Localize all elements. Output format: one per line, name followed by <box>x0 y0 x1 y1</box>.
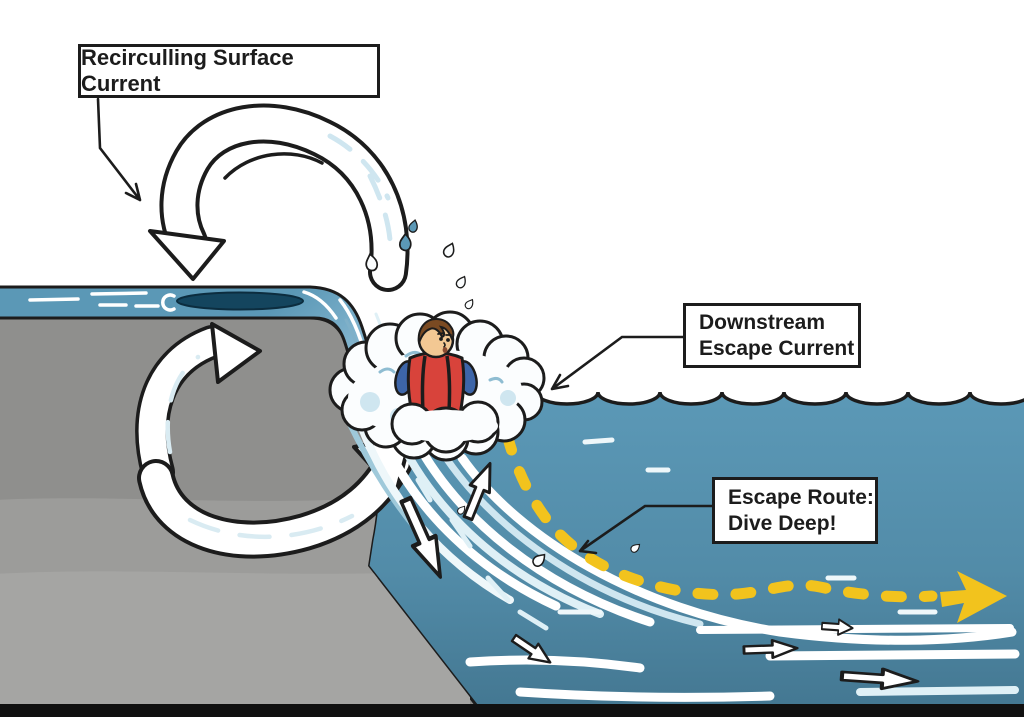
recirculating-loop-arrow-icon <box>135 322 413 559</box>
label-recirculating-text: Recirculling Surface Current <box>81 45 294 96</box>
pointer-recirculating <box>96 97 142 202</box>
label-downstream-line1: Downstream <box>699 310 826 334</box>
label-downstream-line2: Escape Current <box>699 336 855 360</box>
label-pointers <box>96 97 714 555</box>
label-escape-line2: Dive Deep! <box>728 511 837 535</box>
current-streaks <box>345 417 1020 702</box>
pointer-downstream <box>550 335 685 391</box>
label-downstream-escape-current: Downstream Escape Current <box>683 303 861 368</box>
bottom-border <box>0 704 1024 717</box>
label-escape-line1: Escape Route: <box>728 485 874 509</box>
recirculating-surface-arrow-icon <box>148 103 410 292</box>
label-escape-route: Escape Route: Dive Deep! <box>712 477 878 544</box>
pointer-escape <box>578 504 714 555</box>
swimmer-hair <box>417 317 455 344</box>
label-recirculating-surface-current: Recirculling Surface Current <box>78 44 380 98</box>
escape-route-dashed-arrow <box>491 393 1007 623</box>
water-surface-line <box>534 390 1024 406</box>
dam-crest-opening <box>176 291 304 311</box>
escape-route-arrowhead-icon <box>940 571 1007 623</box>
foam-boil <box>328 310 546 462</box>
